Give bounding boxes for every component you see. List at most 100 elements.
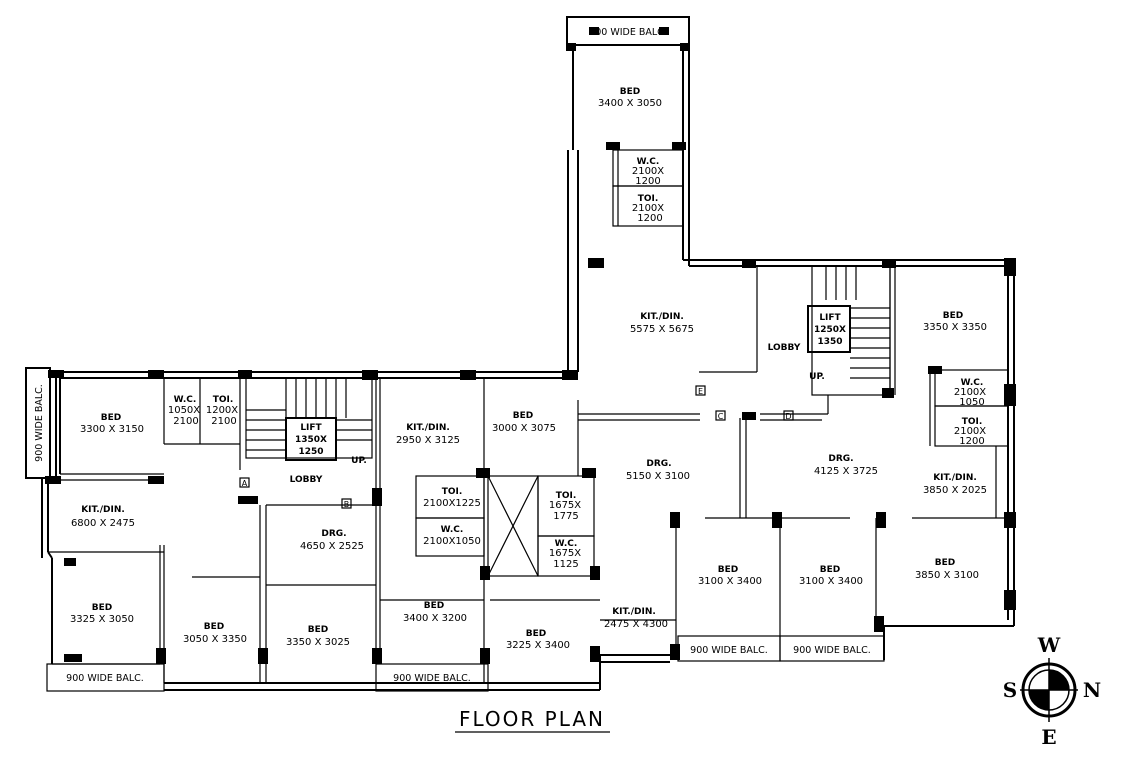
room-name: BED (92, 603, 112, 613)
compass-s: S (1003, 678, 1017, 702)
room-dim: 1775 (553, 511, 578, 522)
room-dim: 5150 X 3100 (626, 471, 690, 482)
marker-c: C (718, 412, 724, 421)
lobby-label-left: LOBBY (290, 475, 323, 485)
room-name: TOI. (962, 417, 983, 427)
marker-d: D (785, 412, 791, 421)
room-name: KIT./DIN. (933, 473, 977, 483)
room-dim: 6800 X 2475 (71, 518, 135, 529)
room-dim: 1200 (959, 436, 984, 447)
room-dim: 2100 (211, 416, 236, 427)
balcony-label: 900 WIDE BALC. (690, 645, 768, 656)
room-dim: 2475 X 4300 (604, 619, 668, 630)
room-dim: 3000 X 3075 (492, 423, 556, 434)
room-dim: 2100X (954, 387, 986, 398)
room-dim: 3850 X 2025 (923, 485, 987, 496)
room-dim: 3325 X 3050 (70, 614, 134, 625)
room-dim: 1050X (168, 405, 200, 416)
room-dim: 1675X (549, 500, 581, 511)
room-dim: 2950 X 3125 (396, 435, 460, 446)
stairs-left (245, 377, 373, 459)
lift-left-box (285, 417, 337, 461)
room-dim: 2100X1050 (423, 536, 481, 547)
balcony-label: 900 WIDE BALC. (793, 645, 871, 656)
room-dim: 3850 X 3100 (915, 570, 979, 581)
room-name: DRG. (828, 454, 853, 464)
lift-dim: 1250 (298, 447, 323, 457)
room-name: BED (526, 629, 546, 639)
lift-dim: 1350 (817, 337, 842, 347)
room-dim: 4125 X 3725 (814, 466, 878, 477)
room-name: DRG. (321, 529, 346, 539)
room-name: BED (718, 565, 738, 575)
room-dim: 3400 X 3200 (403, 613, 467, 624)
room-name: TOI. (442, 487, 463, 497)
room-dim: 3350 X 3025 (286, 637, 350, 648)
compass-rose-icon (1020, 658, 1078, 722)
room-dim: 1675X (549, 548, 581, 559)
room-name: BED (101, 413, 121, 423)
room-dim: 2100 (173, 416, 198, 427)
room-dim: 1125 (553, 559, 578, 570)
room-name: W.C. (441, 525, 464, 535)
compass-w: W (1037, 633, 1061, 657)
room-dim: 3400 X 3050 (598, 98, 662, 109)
lobby-label-right: LOBBY (768, 343, 801, 353)
room-dim: 1200 (635, 176, 660, 187)
room-name: KIT./DIN. (406, 423, 450, 433)
balcony-labels: 900 WIDE BALC. 900 WIDE BALC. 900 WIDE B… (34, 27, 871, 684)
room-dim: 3225 X 3400 (506, 640, 570, 651)
room-labels: BED 3400 X 3050 W.C. 2100X 1200 TOI. 210… (70, 87, 987, 651)
balcony-label: 900 WIDE BALC. (66, 673, 144, 684)
room-name: BED (943, 311, 963, 321)
balcony-label: 900 WIDE BALC. (393, 673, 471, 684)
outer-walls (25, 16, 1015, 691)
room-dim: 3350 X 3350 (923, 322, 987, 333)
balcony-label: 900 WIDE BALC. (589, 27, 667, 38)
lift-dim: 1350X (295, 435, 327, 445)
lift-labels: LIFT 1350X 1250 LIFT 1250X 1350 (295, 313, 846, 457)
lift-name: LIFT (300, 423, 322, 433)
compass-n: N (1083, 678, 1101, 702)
room-name: KIT./DIN. (612, 607, 656, 617)
marker-e: E (698, 387, 703, 396)
lift-name: LIFT (819, 313, 841, 323)
room-dim: 1050 (959, 397, 984, 408)
stairs-right (811, 265, 891, 396)
room-name: W.C. (555, 539, 578, 549)
room-name: TOI. (213, 395, 234, 405)
room-dim: 1200X (206, 405, 238, 416)
room-name: W.C. (637, 157, 660, 167)
up-label-right: UP. (809, 372, 825, 382)
room-dim: 2100X1225 (423, 498, 481, 509)
columns (45, 27, 1016, 664)
room-name: BED (513, 411, 533, 421)
balcony-label: 900 WIDE BALC. (34, 384, 45, 462)
room-name: KIT./DIN. (81, 505, 125, 515)
room-dim: 5575 X 5675 (630, 324, 694, 335)
room-dim: 2100X (954, 426, 986, 437)
room-name: BED (424, 601, 444, 611)
compass-e: E (1041, 725, 1056, 749)
room-name: BED (204, 622, 224, 632)
room-dim: 3050 X 3350 (183, 634, 247, 645)
room-name: BED (935, 558, 955, 568)
room-name: W.C. (174, 395, 197, 405)
page-title: FLOOR PLAN (459, 707, 605, 731)
room-dim: 4650 X 2525 (300, 541, 364, 552)
room-name: W.C. (961, 378, 984, 388)
section-markers: A B C D E (239, 385, 794, 509)
up-label-left: UP. (351, 456, 367, 466)
room-name: BED (820, 565, 840, 575)
room-name: BED (620, 87, 640, 97)
room-dim: 1200 (637, 213, 662, 224)
room-name: KIT./DIN. (640, 312, 684, 322)
marker-a: A (242, 479, 248, 488)
marker-b: B (344, 500, 350, 509)
room-dim: 2100X (632, 166, 664, 177)
room-name: DRG. (646, 459, 671, 469)
room-name: BED (308, 625, 328, 635)
room-dim: 3100 X 3400 (799, 576, 863, 587)
room-dim: 3100 X 3400 (698, 576, 762, 587)
